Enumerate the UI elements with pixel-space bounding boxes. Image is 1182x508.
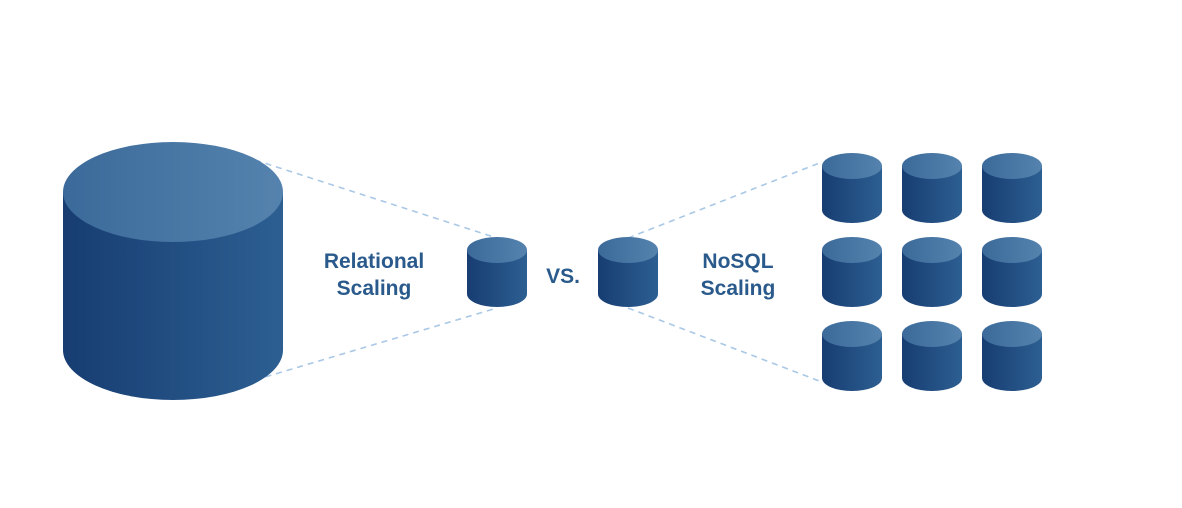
nosql-database-icon: [822, 237, 882, 307]
nosql-database-icon: [982, 153, 1042, 223]
relational-label-line1: Relational: [324, 250, 424, 273]
vs-label: VS.: [546, 265, 580, 288]
nosql-database-icon: [902, 153, 962, 223]
nosql-database-icon: [822, 321, 882, 391]
nosql-connector-lines: [627, 161, 823, 383]
nosql-connector-bottom: [627, 307, 823, 383]
relational-connector-bottom: [254, 307, 498, 381]
nosql-database-icon: [902, 237, 962, 307]
nosql-database-icon: [982, 237, 1042, 307]
nosql-small-database-icon: [598, 237, 658, 307]
large-database-icon: [63, 142, 283, 400]
relational-label-line2: Scaling: [337, 277, 412, 300]
nosql-database-icon: [982, 321, 1042, 391]
nosql-database-icon: [822, 153, 882, 223]
nosql-connector-top: [627, 161, 823, 239]
nosql-database-icon: [902, 321, 962, 391]
relational-small-database-icon: [467, 237, 527, 307]
relational-connector-lines: [254, 159, 498, 381]
nosql-label-line2: Scaling: [701, 277, 776, 300]
relational-connector-top: [254, 159, 498, 239]
nosql-label-line1: NoSQL: [702, 250, 773, 273]
nosql-database-grid: [822, 153, 1042, 391]
